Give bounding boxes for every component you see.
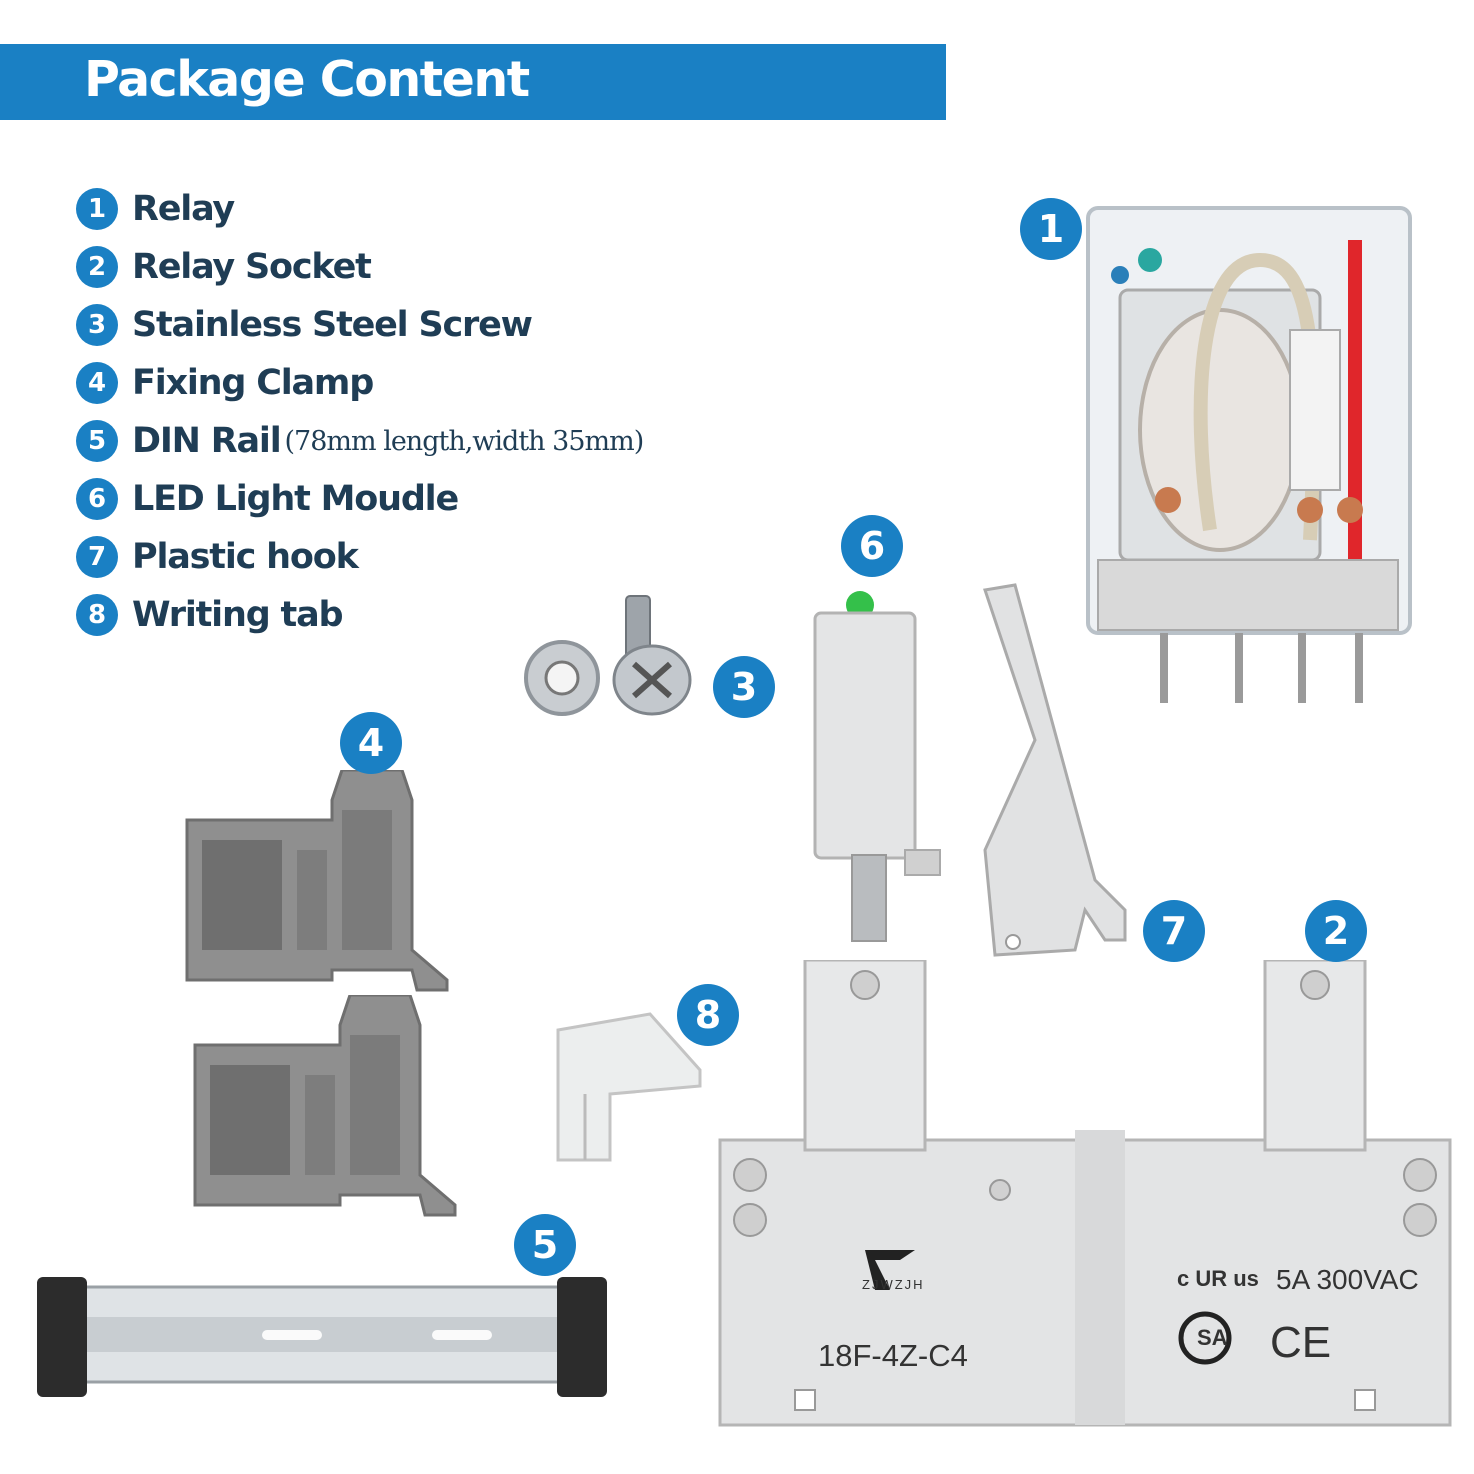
- list-item: 5 DIN Rail(78mm length,width 35mm): [76, 412, 716, 470]
- badge-4: 4: [340, 712, 402, 774]
- list-item: 6 LED Light Moudle: [76, 470, 716, 528]
- ce-mark: CE: [1270, 1318, 1332, 1367]
- list-item: 7 Plastic hook: [76, 528, 716, 586]
- item-number: 8: [76, 594, 118, 636]
- item-number: 3: [76, 304, 118, 346]
- plastic-hook-image: [983, 583, 1127, 957]
- page-title: Package Content: [84, 51, 530, 108]
- ul-mark: c UR us: [1177, 1266, 1259, 1291]
- socket-brand: ZJWZJH: [862, 1277, 925, 1292]
- socket-model: 18F-4Z-C4: [818, 1338, 968, 1373]
- badge-8: 8: [677, 984, 739, 1046]
- badge-6: 6: [841, 515, 903, 577]
- list-item: 4 Fixing Clamp: [76, 354, 716, 412]
- list-item: 8 Writing tab: [76, 586, 716, 644]
- badge-1: 1: [1020, 198, 1082, 260]
- led-module-image: [813, 591, 941, 942]
- item-number: 2: [76, 246, 118, 288]
- badge-2: 2: [1305, 900, 1367, 962]
- item-label: LED Light Moudle: [132, 479, 459, 519]
- list-item: 3 Stainless Steel Screw: [76, 296, 716, 354]
- item-label: Plastic hook: [132, 537, 359, 577]
- item-note: (78mm length,width 35mm): [284, 425, 645, 457]
- content-list: 1 Relay 2 Relay Socket 3 Stainless Steel Sc…: [76, 180, 716, 644]
- writing-tab-image: [556, 1012, 702, 1162]
- socket-rating: 5A 300VAC: [1276, 1264, 1419, 1295]
- fixing-clamp-image: [193, 995, 457, 1217]
- screw-image: [524, 595, 692, 716]
- list-item: 1 Relay: [76, 180, 716, 238]
- relay-socket-image: [718, 960, 1452, 1427]
- title-banner: Package Content: [0, 44, 946, 120]
- item-number: 5: [76, 420, 118, 462]
- relay-image: [1086, 206, 1412, 703]
- item-label: DIN Rail: [132, 421, 282, 461]
- item-label: Stainless Steel Screw: [132, 305, 533, 345]
- fixing-clamp-image: [185, 770, 449, 992]
- badge-7: 7: [1143, 900, 1205, 962]
- item-number: 6: [76, 478, 118, 520]
- item-number: 1: [76, 188, 118, 230]
- list-item: 2 Relay Socket: [76, 238, 716, 296]
- item-label: Relay Socket: [132, 247, 372, 287]
- badge-3: 3: [713, 656, 775, 718]
- item-label: Fixing Clamp: [132, 363, 374, 403]
- item-label: Relay: [132, 189, 235, 229]
- item-number: 4: [76, 362, 118, 404]
- csa-mark: SA: [1197, 1325, 1228, 1350]
- item-number: 7: [76, 536, 118, 578]
- item-label: Writing tab: [132, 595, 344, 635]
- badge-5: 5: [514, 1214, 576, 1276]
- din-rail-image: [37, 1277, 607, 1397]
